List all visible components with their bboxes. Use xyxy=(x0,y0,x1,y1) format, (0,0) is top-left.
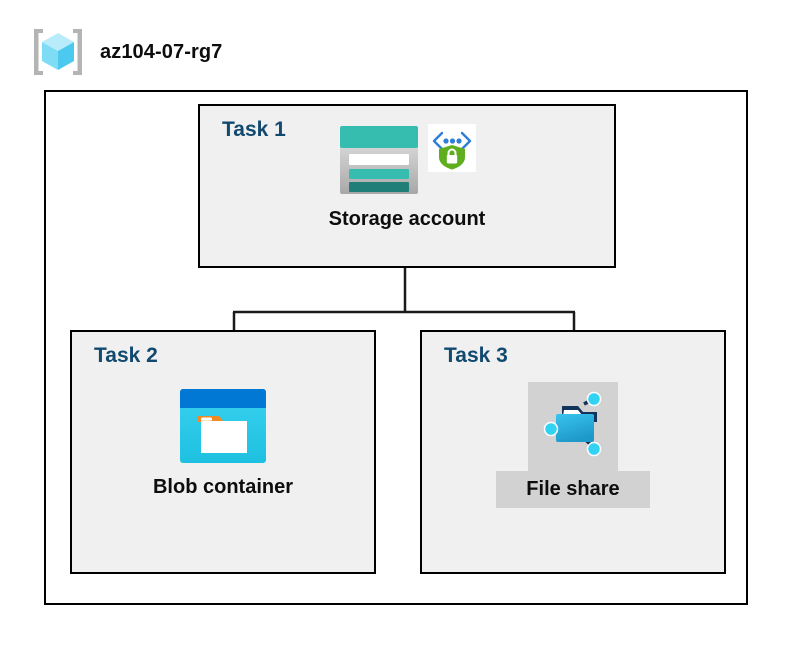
resource-group-header: az104-07-rg7 xyxy=(30,26,222,78)
blob-container-node[interactable]: Blob container xyxy=(72,388,374,501)
task-2-box: Task 2 Blob container xyxy=(70,330,376,574)
file-share-icon xyxy=(543,391,602,457)
storage-account-caption: Storage account xyxy=(328,208,486,230)
storage-account-node[interactable]: Storage account xyxy=(200,124,614,233)
task-2-label: Task 2 xyxy=(94,344,158,367)
task-3-label: Task 3 xyxy=(444,344,508,367)
blob-container-icon xyxy=(180,389,266,463)
file-share-caption: File share xyxy=(496,471,650,508)
blob-container-caption: Blob container xyxy=(152,476,293,498)
file-share-node[interactable]: File share xyxy=(422,382,724,508)
resource-group-title: az104-07-rg7 xyxy=(100,40,223,63)
task-3-box: Task 3 xyxy=(420,330,726,574)
task-1-label: Task 1 xyxy=(222,118,286,141)
resource-group-cube-icon xyxy=(34,29,82,75)
task-1-box: Task 1 xyxy=(198,104,616,268)
secure-endpoint-shield-icon xyxy=(428,124,476,172)
file-share-icon-highlight xyxy=(528,382,618,471)
storage-account-icon xyxy=(340,126,418,194)
